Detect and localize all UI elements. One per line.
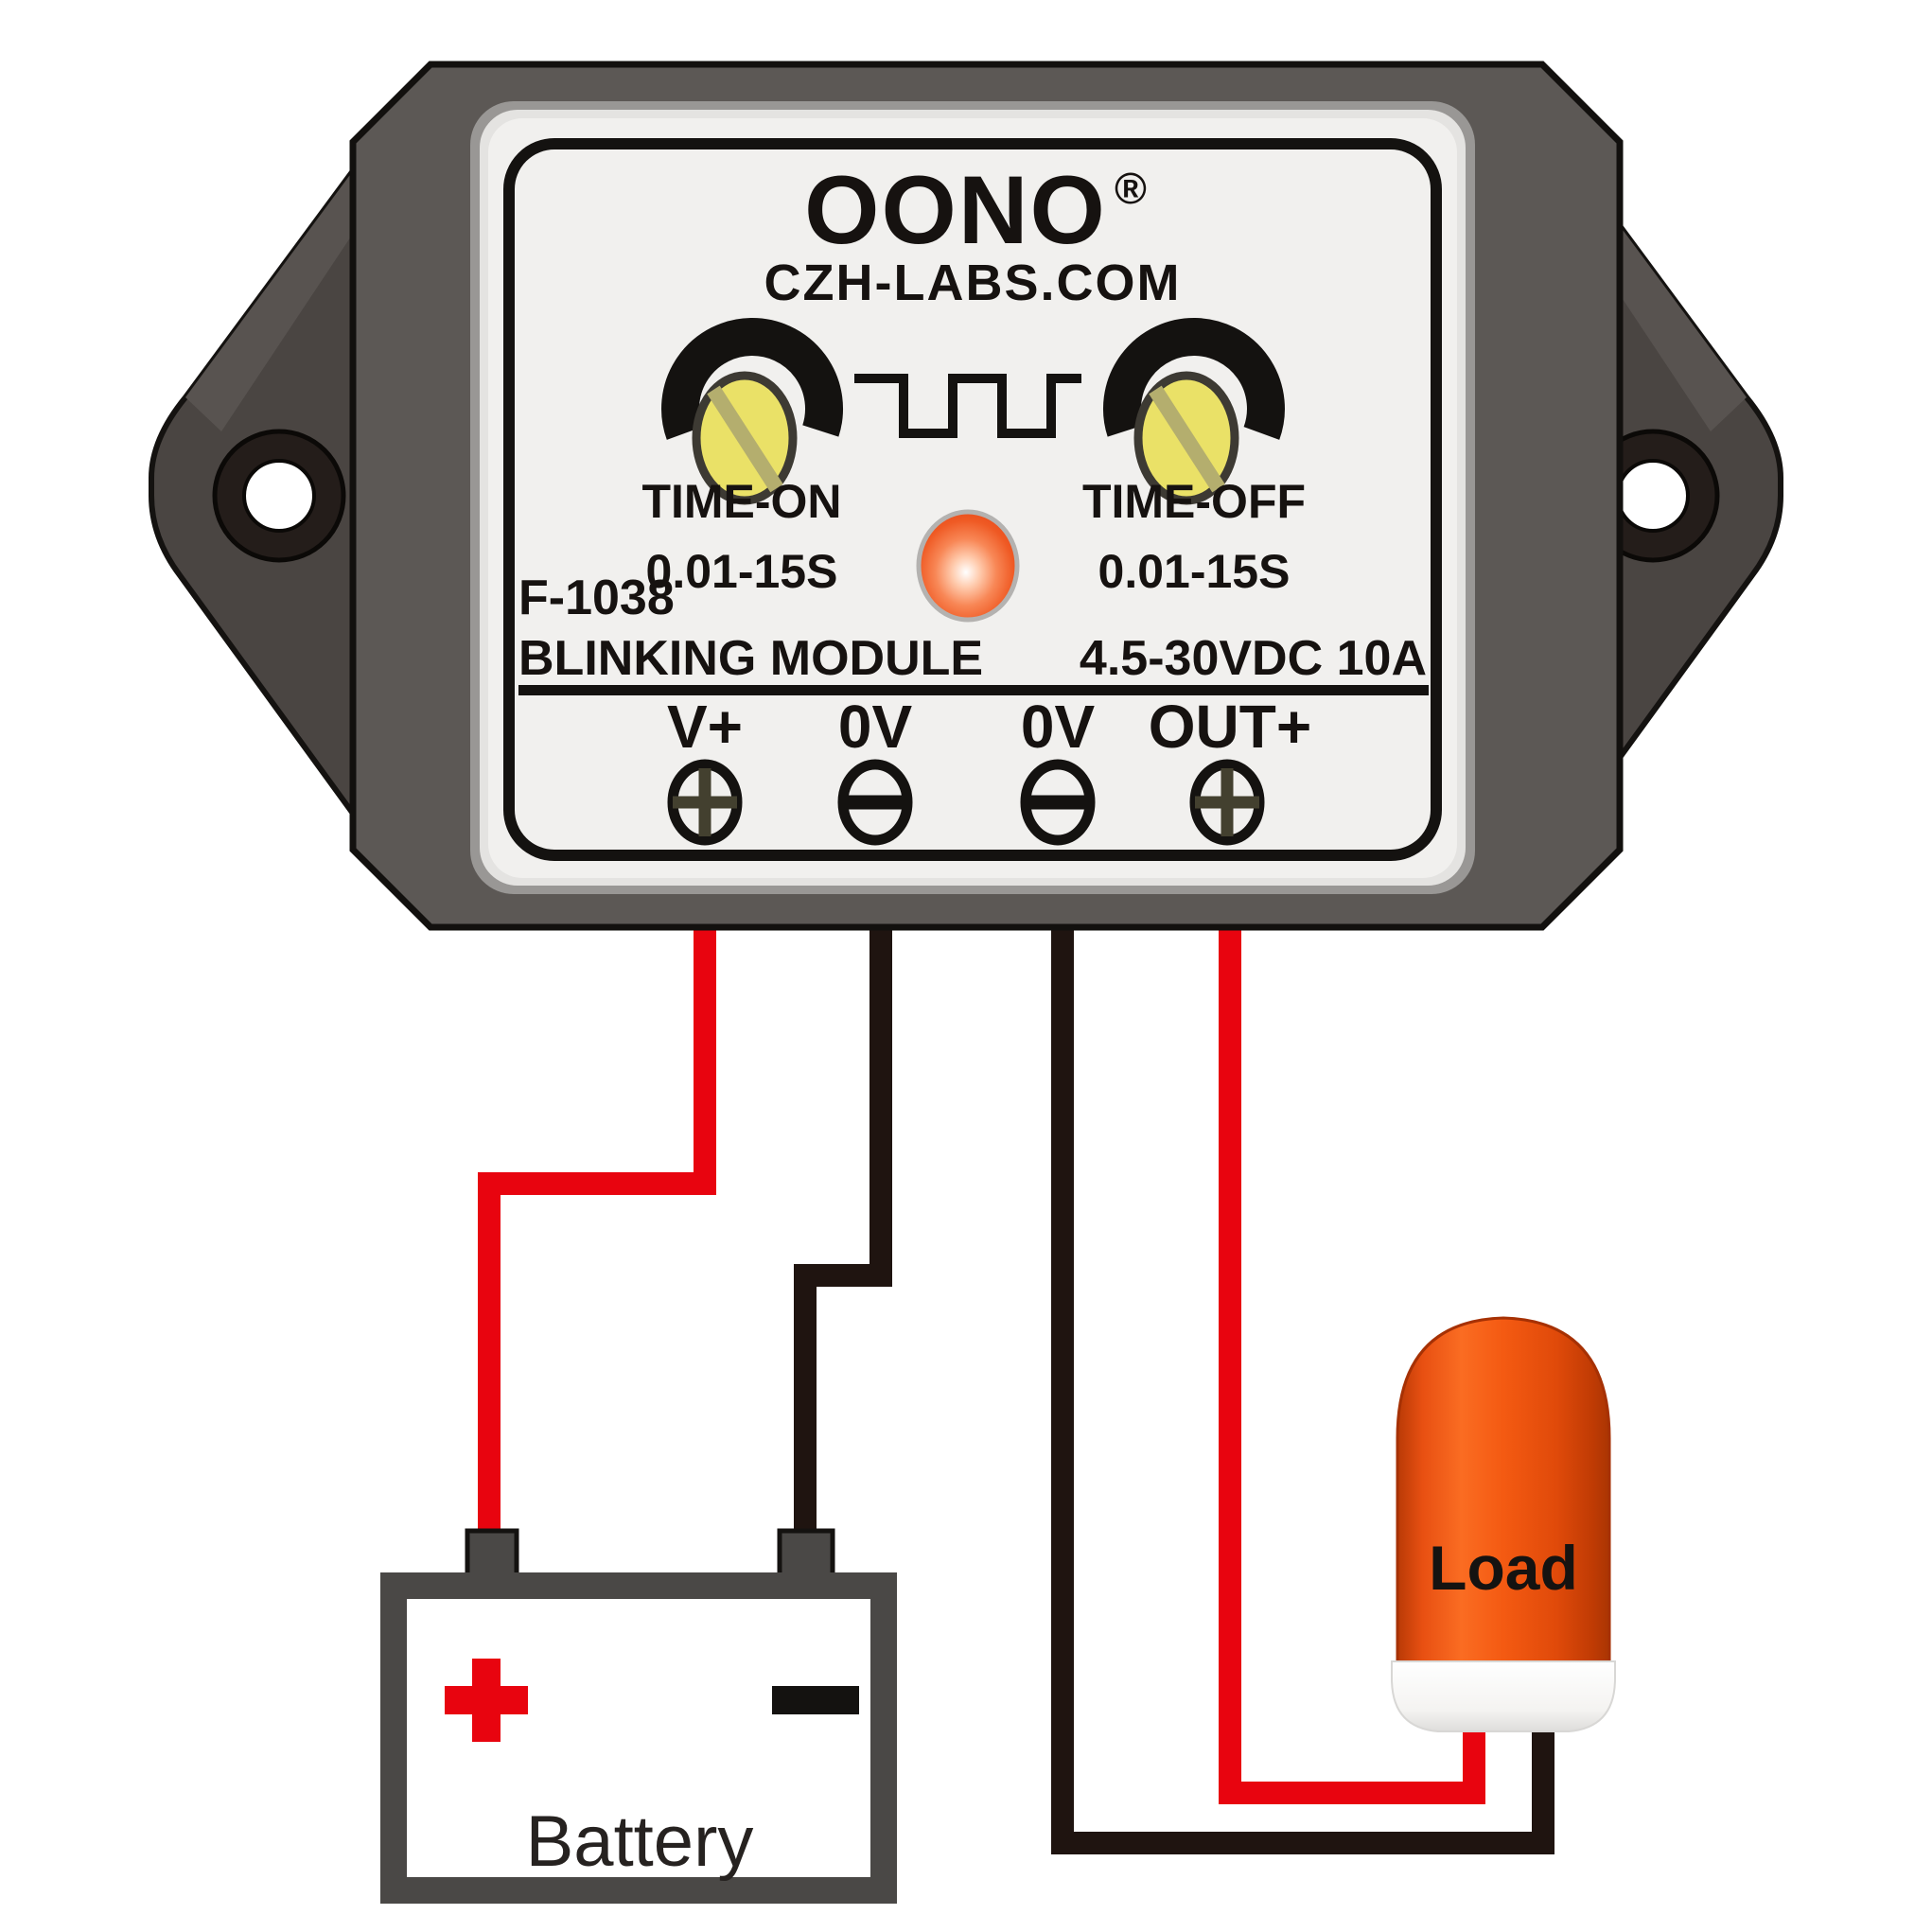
time-off-label: TIME-OFF [1082,475,1306,528]
wires [478,920,1554,1854]
terminal-label-vplus: V+ [667,693,743,761]
website-text: CZH-LABS.COM [764,255,1182,311]
screw-outplus-phillips-icon [1189,759,1265,846]
time-on-potentiometer [661,318,843,505]
square-wave-icon [854,374,1081,438]
wire-0v-to-load-negative [1051,920,1554,1854]
time-on-knob-slot [707,385,783,493]
wire-0v-to-battery-negative [794,920,892,1559]
battery-label: Battery [526,1801,754,1882]
registered-trademark-symbol: ® [1115,164,1147,213]
voltage-current-rating: 4.5-30VDC 10A [1080,631,1427,686]
time-off-knob-slot [1149,385,1225,493]
screw-0v1-slotted-icon [837,759,913,846]
blink-led-icon [916,509,1020,623]
battery-case [380,1572,897,1904]
brand-text: OONO [804,156,1107,264]
mounting-hole-left [242,459,316,533]
battery-plus-icon [445,1659,528,1742]
load-lamp: Load [1391,1316,1616,1732]
terminal-label-outplus: OUT+ [1149,693,1311,761]
screw-0v2-slotted-icon [1020,759,1096,846]
time-on-dial-arc-icon [661,318,843,440]
battery-minus-icon [772,1686,859,1714]
terminal-labels: V+ 0V 0V OUT+ [667,693,1311,761]
time-on-range: 0.01-15S [646,545,838,598]
load-lamp-dome [1396,1316,1611,1667]
load-lamp-base [1391,1660,1616,1732]
model-number: F-1038 [518,571,675,625]
module-type-label: BLINKING MODULE [518,631,983,686]
blinking-module: OONO ® CZH-LABS.COM TIME-ON 0.01-15S TIM… [149,61,1783,931]
time-off-range: 0.01-15S [1098,545,1291,598]
load-label: Load [1429,1533,1578,1603]
mounting-hole-right [1616,459,1690,533]
terminal-label-0v-2: 0V [1021,693,1096,761]
terminal-separator-line [518,685,1429,695]
terminal-screws [667,759,1265,846]
wire-vplus-to-battery-positive [478,920,716,1559]
time-on-label: TIME-ON [641,475,841,528]
battery: Battery [380,1528,897,1904]
wire-outplus-to-load-positive [1219,920,1485,1804]
terminal-label-0v-1: 0V [838,693,913,761]
screw-vplus-phillips-icon [667,759,743,846]
time-off-potentiometer [1103,318,1285,505]
time-off-dial-arc-icon [1103,318,1285,440]
label-border [503,138,1442,861]
